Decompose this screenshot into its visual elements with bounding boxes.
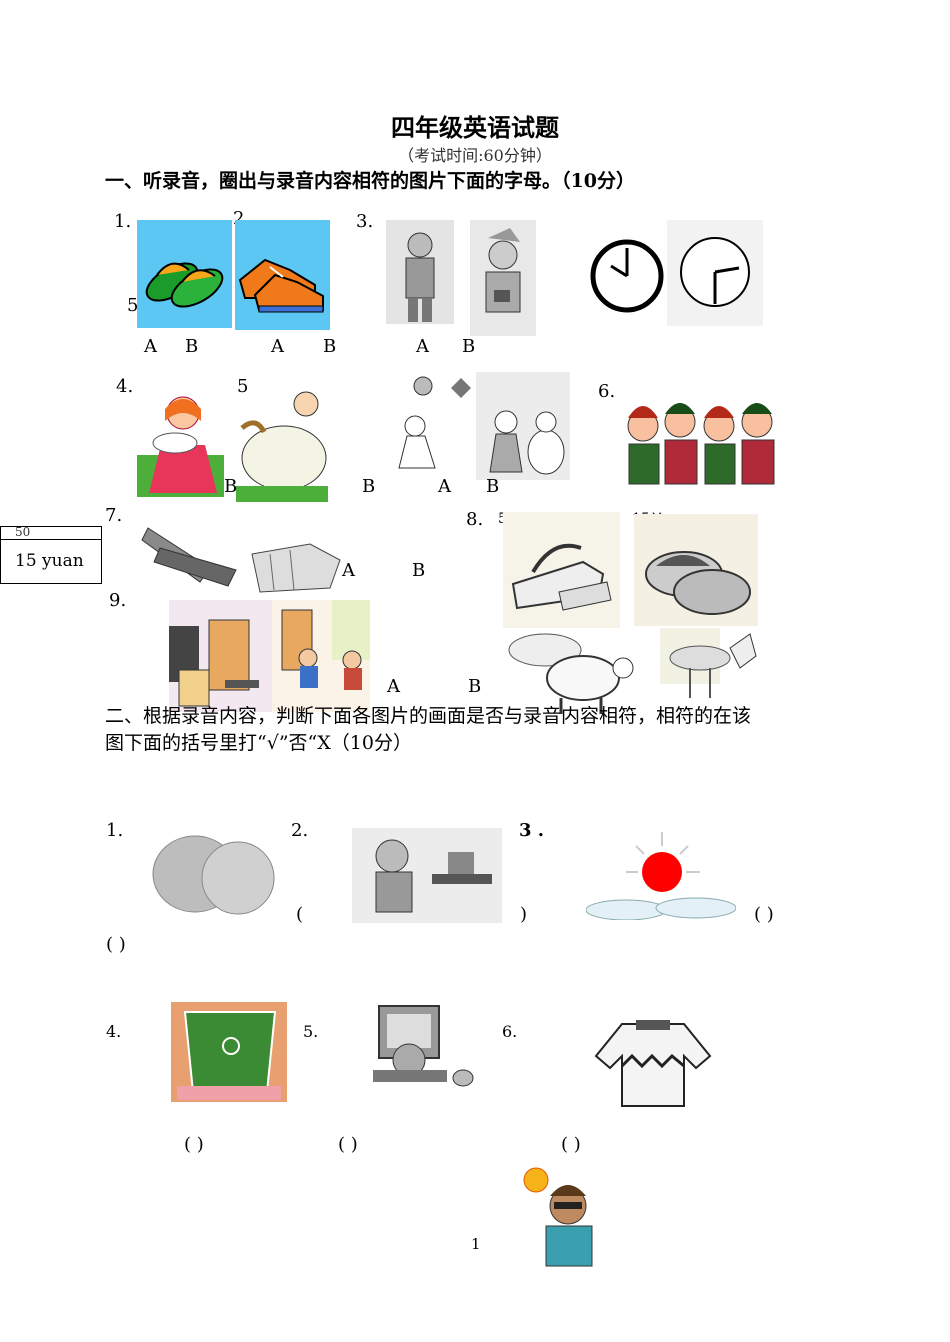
sandals-image (503, 512, 620, 628)
q8-number: 8. (466, 509, 484, 530)
q5-number: 5 (237, 376, 249, 397)
boy-standing-image (386, 220, 454, 324)
four-children-image (625, 392, 777, 496)
sweater-image (592, 1016, 714, 1110)
exam-time: （考试时间:60分钟） (398, 146, 552, 165)
house-slippers-image (634, 514, 758, 626)
price-label-box: 50 15 yuan (0, 525, 102, 584)
q6-number: 6. (598, 381, 616, 402)
s2-q6-number: 6. (502, 1022, 518, 1041)
section2-heading-line1: 二、根据录音内容，判断下面各图片的画面是否与录音内容相符，相符的在该 (105, 705, 752, 727)
q1-option-a[interactable]: A (144, 336, 157, 357)
q3-option-b[interactable]: B (462, 336, 476, 357)
q4-number: 4. (116, 376, 134, 397)
boy-sunglasses-image (506, 1160, 620, 1270)
sun-clouds-image (586, 826, 736, 920)
empty-classroom-image (169, 600, 272, 712)
q9-option-b[interactable]: B (468, 676, 482, 697)
q2-number: 2 (233, 208, 245, 229)
boy-at-desk-image (352, 828, 502, 923)
q7-option-b[interactable]: B (412, 560, 426, 581)
s2-q4-paren: ( ) (184, 1134, 204, 1155)
sports-field-image (171, 1002, 287, 1102)
q2-option-a[interactable]: A (271, 336, 284, 357)
s2-q1-paren-open: ( (296, 904, 304, 925)
s2-q2-number: 2. (291, 820, 309, 841)
q9-option-a[interactable]: A (387, 676, 400, 697)
s2-q5-paren: ( ) (338, 1134, 358, 1155)
s2-q1-number: 1. (106, 820, 124, 841)
price-label-text: 15 yuan (15, 551, 84, 571)
corn-image (140, 518, 240, 592)
slippers-image (137, 220, 232, 328)
q1-option-b[interactable]: B (185, 336, 199, 357)
clock-nine-image (585, 218, 665, 330)
q5-option-b[interactable]: B (362, 476, 376, 497)
q5-option-a[interactable]: A (438, 476, 451, 497)
q2-option-b[interactable]: B (323, 336, 337, 357)
sneakers-image (235, 220, 330, 330)
s2-q4-number: 4. (106, 1022, 122, 1041)
s2-q6-paren: ( ) (561, 1134, 581, 1155)
q1-number: 1. (114, 211, 132, 232)
girl-with-lamb-image (137, 385, 224, 497)
computer-user-image (367, 1000, 485, 1108)
bread-image (250, 534, 342, 596)
q9-number: 9. (109, 590, 127, 611)
kite-sunny-image (385, 372, 477, 480)
section2-heading-line2: 图下面的括号里打“√”否“X（10分） (105, 732, 412, 754)
classroom-students-image (272, 600, 370, 712)
q3-number: 3. (356, 211, 374, 232)
q4-option-b[interactable]: B (224, 476, 238, 497)
s2-q1-paren: ( ) (106, 934, 126, 955)
page-number: 1 (471, 1235, 481, 1253)
section1-heading: 一、听录音，圈出与录音内容相符的图片下面的字母。（10分） (105, 170, 635, 192)
s2-q3-paren: ( ) (754, 904, 774, 925)
sheep-image (505, 628, 635, 714)
clock-three-image (667, 220, 763, 326)
snow-scene-image (476, 372, 570, 480)
q6-option-b[interactable]: B (486, 476, 500, 497)
page-title: 四年级英语试题 (391, 113, 559, 142)
s2-q3-number: 3 . (519, 820, 545, 841)
goat-image (660, 628, 762, 714)
boy-phone-image (470, 220, 536, 336)
boy-with-sheep-image (236, 386, 328, 502)
q3-option-a[interactable]: A (416, 336, 429, 357)
s2-q5-number: 5. (303, 1022, 319, 1041)
q7-option-a[interactable]: A (342, 560, 355, 581)
s2-q2-paren-close: ) (520, 904, 528, 925)
price-label-top: 50 (15, 525, 31, 539)
stray-number: 5 (127, 295, 139, 316)
tomatoes-image (150, 828, 277, 922)
q7-number: 7. (105, 505, 123, 526)
